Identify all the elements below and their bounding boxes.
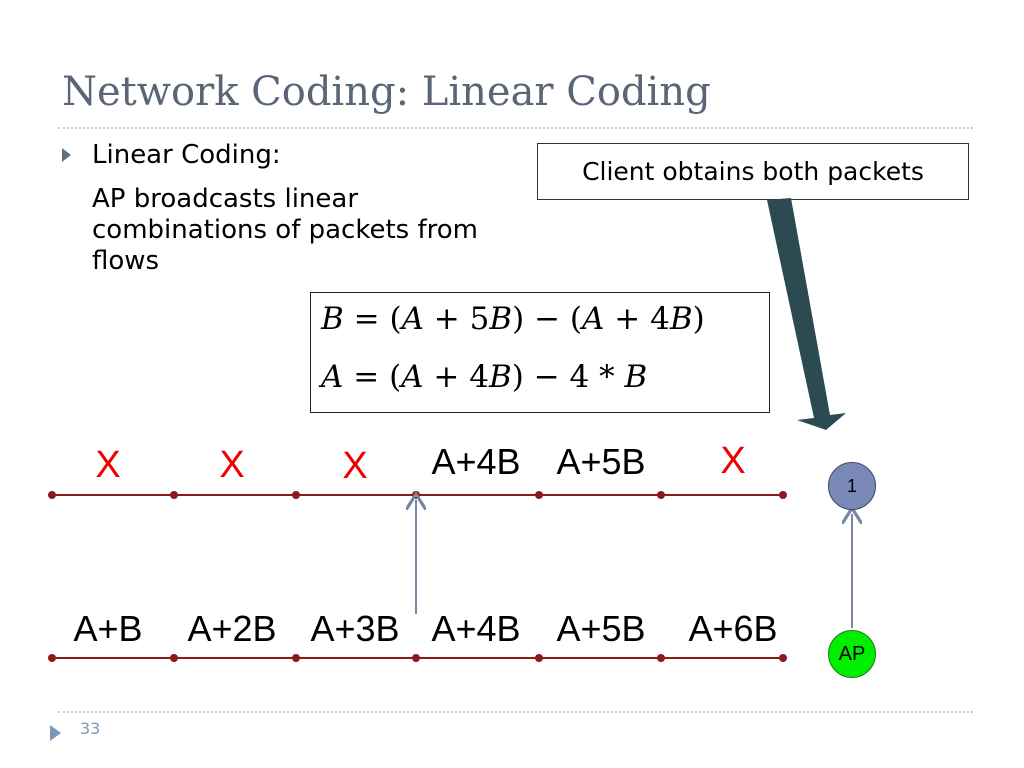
client-node: 1 [828, 462, 876, 510]
timeline-dot [657, 491, 665, 499]
timeline-dot [535, 654, 543, 662]
title-divider [58, 127, 973, 129]
timeline-dot [48, 491, 56, 499]
timeline-dot [48, 654, 56, 662]
timeline-dot [170, 654, 178, 662]
eq2-term: A [321, 359, 344, 395]
eq1-term: ) [692, 301, 705, 337]
broadcast-packet-label: A+2B [187, 608, 277, 649]
lost-packet-mark: X [342, 445, 368, 487]
broadcast-packet-label: A+4B [431, 608, 521, 649]
callout-arrow-icon [767, 198, 846, 430]
timeline-dot [292, 491, 300, 499]
slide-title: Network Coding: Linear Coding [62, 69, 711, 115]
eq1-term: = ( [343, 301, 402, 337]
eq1-term: + 4 [604, 301, 670, 337]
lost-packet-mark: X [720, 440, 746, 482]
equation-box: B = (A + 5B) − (A + 4B) A = (A + 4B) − 4… [310, 292, 770, 413]
eq2-term: = ( [343, 359, 402, 395]
footer-triangle-icon [50, 725, 61, 741]
eq1-term: A [582, 301, 605, 337]
lost-packet-mark: X [219, 444, 245, 486]
footer-divider [58, 711, 973, 713]
bullet-heading: Linear Coding: [92, 140, 281, 170]
timeline-dot [779, 654, 787, 662]
eq1-term: B [321, 301, 344, 337]
eq1-term: ) − ( [512, 301, 583, 337]
broadcast-slot-dots [48, 654, 787, 662]
received-packet-label: A+4B [431, 441, 521, 482]
eq1-term: B [669, 301, 693, 337]
callout-box: Client obtains both packets [537, 143, 969, 200]
broadcast-packet-label: A+3B [310, 608, 400, 649]
timeline-dot [535, 491, 543, 499]
timeline-dot [779, 491, 787, 499]
bullet-triangle-icon [62, 148, 71, 162]
timeline-dot [292, 654, 300, 662]
callout-text: Client obtains both packets [582, 157, 924, 186]
eq2-term: ) − 4 * [511, 359, 625, 395]
eq2-term: + 4 [423, 359, 489, 395]
eq1-term: B [489, 301, 513, 337]
timeline-dot [412, 491, 420, 499]
ap-node-label: AP [838, 642, 866, 665]
received-packet-label: A+5B [556, 441, 646, 482]
page-number: 33 [80, 719, 101, 738]
broadcast-packet-label: A+6B [688, 608, 778, 649]
client-node-label: 1 [846, 475, 857, 496]
ap-node: AP [828, 630, 876, 678]
eq2-term: A [401, 359, 424, 395]
equation-line-1: B = (A + 5B) − (A + 4B) [321, 301, 705, 337]
eq2-term: B [624, 359, 648, 395]
timeline-dot [657, 654, 665, 662]
timeline-dot [170, 491, 178, 499]
equation-line-2: A = (A + 4B) − 4 * B [321, 359, 647, 395]
eq2-term: B [488, 359, 512, 395]
broadcast-packet-label: A+5B [556, 608, 646, 649]
broadcast-packet-label: A+B [73, 608, 143, 649]
timeline-dot [412, 654, 420, 662]
eq1-term: A [401, 301, 424, 337]
eq1-term: + 5 [423, 301, 490, 337]
lost-packet-mark: X [95, 444, 121, 486]
bullet-body-text: AP broadcasts linear combinations of pac… [92, 184, 478, 277]
